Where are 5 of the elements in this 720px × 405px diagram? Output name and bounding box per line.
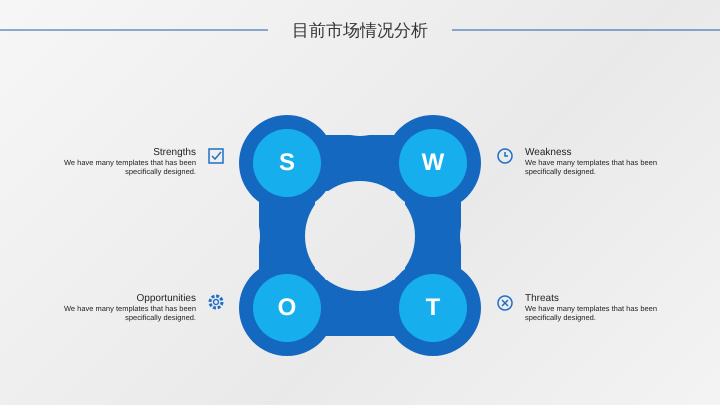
title: 目前市场情况分析 [291,20,429,42]
heading: Opportunities [136,293,196,304]
heading: Threats [525,293,559,304]
heading: Strengths [153,147,196,158]
heading: Weakness [525,147,572,158]
